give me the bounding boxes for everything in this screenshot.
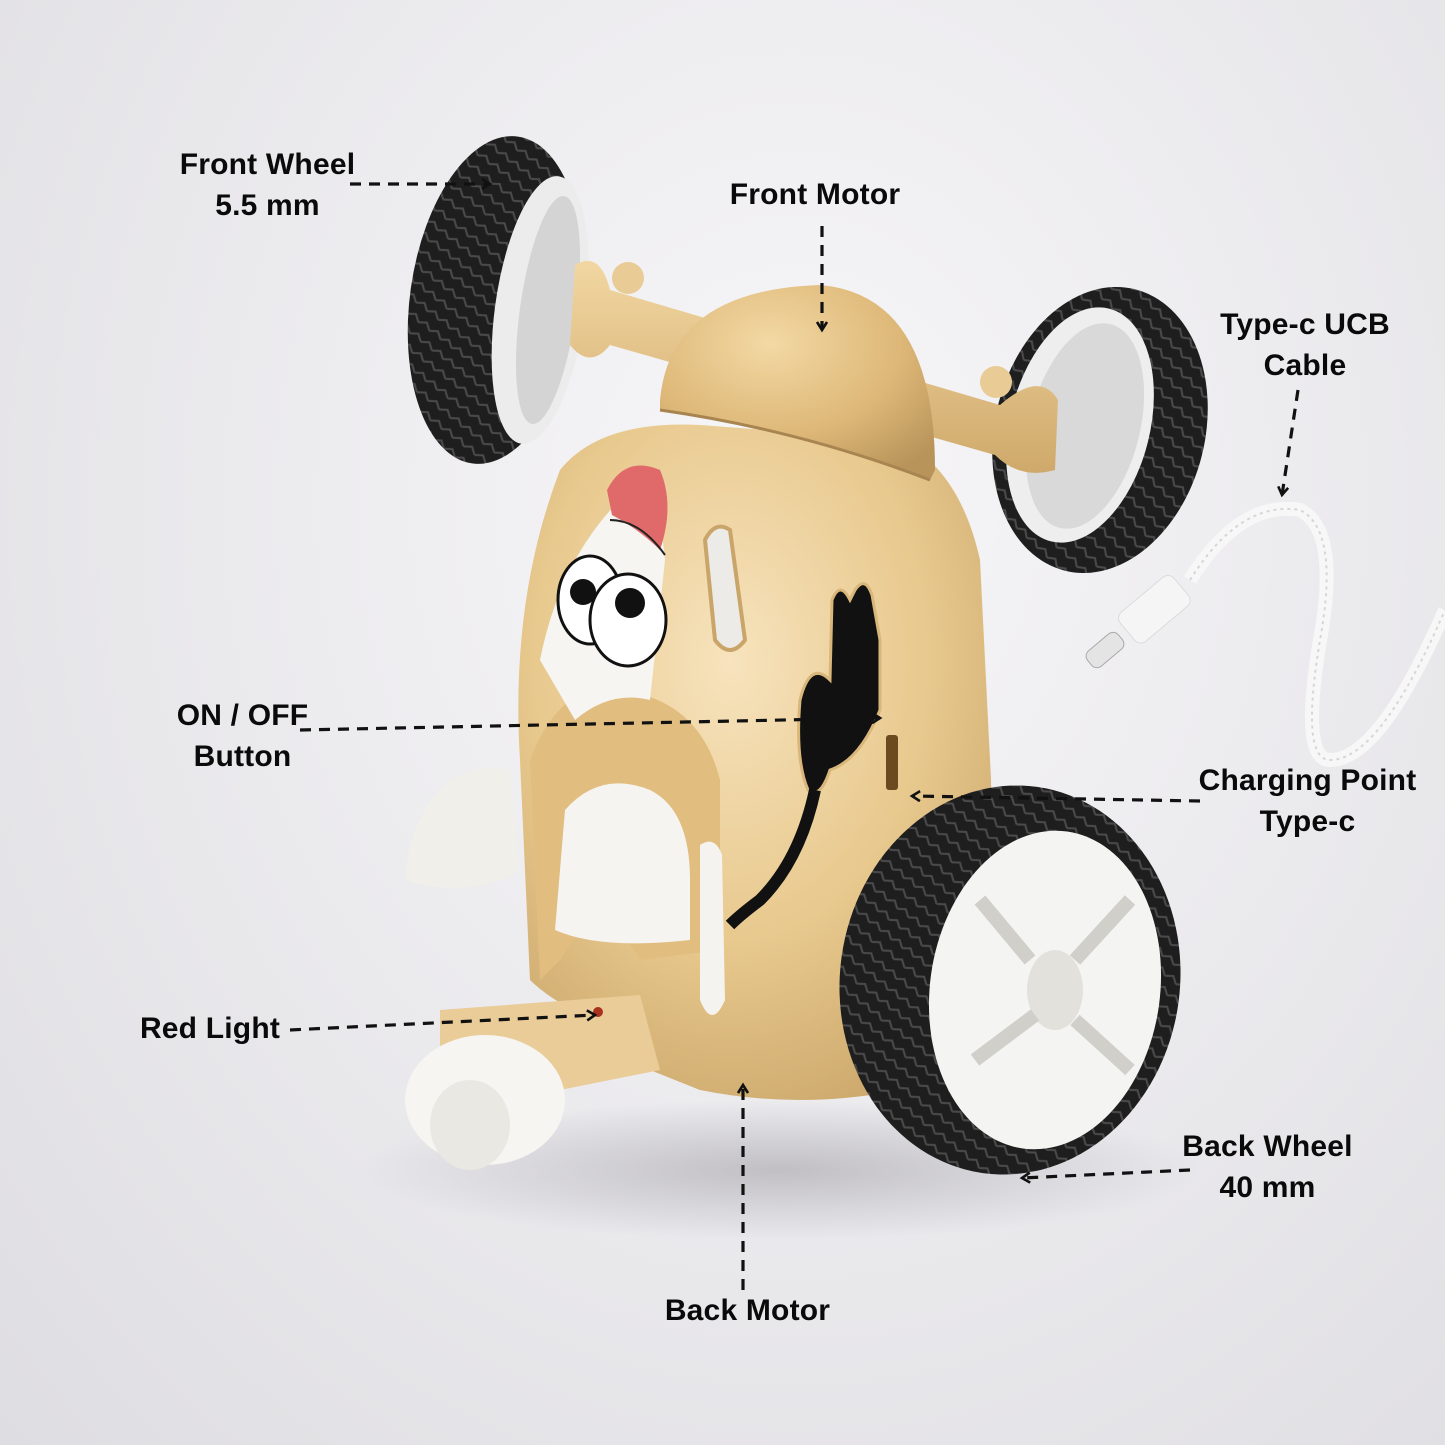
back-wheel: [839, 785, 1181, 1175]
label-front-wheel: Front Wheel 5.5 mm: [179, 148, 356, 222]
arrow-type-c-cable: [1282, 389, 1300, 495]
label-charging-point: Charging Point Type-c: [1198, 764, 1417, 838]
front-wheel-left: [407, 136, 589, 464]
eye-right: [588, 572, 668, 668]
type-c-cable: [1085, 501, 1445, 768]
arrow-back-wheel: [1022, 1168, 1191, 1178]
front-motor-dome: [659, 285, 935, 482]
label-on-off-button: ON / OFF Button: [176, 699, 309, 773]
arrow-on-off: [299, 718, 880, 732]
callout-arrows: [289, 184, 1300, 1290]
label-front-motor: Front Motor: [729, 178, 901, 211]
toy-body: [405, 424, 992, 1101]
label-back-wheel: Back Wheel 40 mm: [1182, 1130, 1353, 1204]
label-red-light: Red Light: [139, 1012, 281, 1045]
front-wheel-right: [992, 287, 1208, 573]
back-roller: [405, 1035, 565, 1170]
label-back-motor: Back Motor: [664, 1294, 831, 1327]
arrow-charging-point: [912, 796, 1201, 803]
arrow-red-light: [289, 1015, 595, 1032]
label-type-c-cable: Type-c UCB Cable: [1220, 308, 1390, 382]
